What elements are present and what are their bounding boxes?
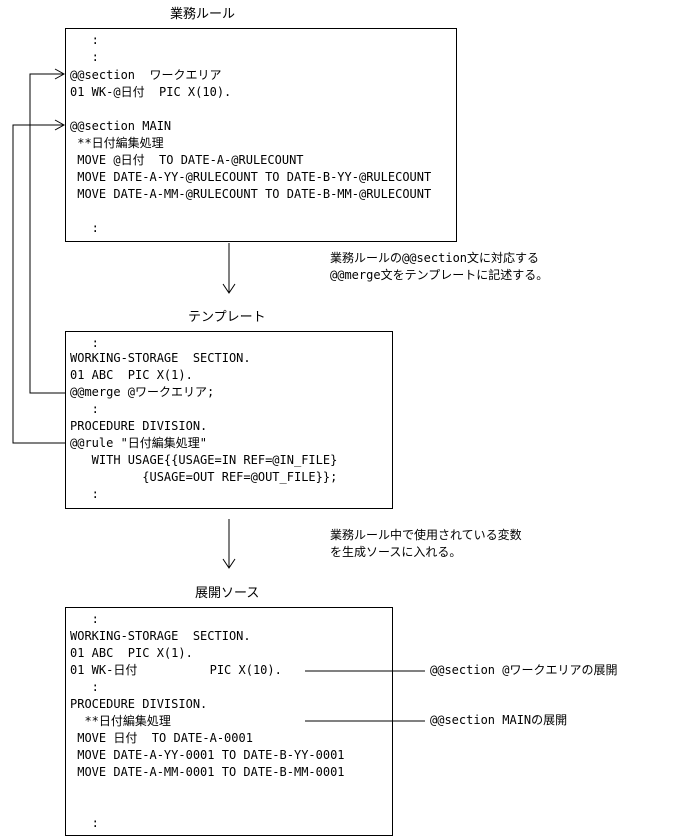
expanded-line: MOVE DATE-A-MM-0001 TO DATE-B-MM-0001 bbox=[70, 765, 345, 779]
expanded-line: 01 ABC PIC X(1). bbox=[70, 646, 193, 660]
template-line: : bbox=[70, 336, 99, 350]
template-title: テンプレート bbox=[188, 310, 266, 325]
template-line: 01 ABC PIC X(1). bbox=[70, 368, 193, 382]
expanded-line: **日付編集処理 bbox=[70, 714, 171, 728]
step1-note-line2: @@merge文をテンプレートに記述する。 bbox=[330, 268, 549, 282]
merge-link-arrowhead bbox=[54, 68, 66, 80]
template-line: @@merge @ワークエリア; bbox=[70, 385, 215, 399]
expanded-line: MOVE 日付 TO DATE-A-0001 bbox=[70, 731, 253, 745]
expanded-title: 展開ソース bbox=[195, 586, 260, 601]
rules-title: 業務ルール bbox=[170, 7, 236, 22]
template-line: WITH USAGE{{USAGE=IN REF=@IN_FILE} bbox=[70, 453, 338, 467]
rules-line: @@section MAIN bbox=[70, 119, 172, 133]
step2-note-line1: 業務ルール中で使用されている変数 bbox=[330, 528, 522, 542]
template-line: WORKING-STORAGE SECTION. bbox=[70, 351, 251, 365]
expanded-line: : bbox=[70, 816, 99, 830]
rules-line: **日付編集処理 bbox=[70, 136, 164, 150]
expanded-line: 01 WK-日付 PIC X(10). bbox=[70, 663, 282, 677]
template-line: : bbox=[70, 402, 99, 416]
rules-line: @@section ワークエリア bbox=[70, 68, 222, 82]
expanded-line: MOVE DATE-A-YY-0001 TO DATE-B-YY-0001 bbox=[70, 748, 345, 762]
down-arrow-2-head bbox=[222, 558, 236, 569]
rule-link-line bbox=[12, 124, 65, 444]
rules-line: MOVE DATE-A-YY-@RULECOUNT TO DATE-B-YY-@… bbox=[70, 170, 432, 184]
template-box: : WORKING-STORAGE SECTION. 01 ABC PIC X(… bbox=[65, 331, 393, 509]
expanded-line: PROCEDURE DIVISION. bbox=[70, 697, 208, 711]
callout-workarea: @@section @ワークエリアの展開 bbox=[430, 663, 618, 677]
callout-main: @@section MAINの展開 bbox=[430, 713, 568, 727]
expanded-line: : bbox=[70, 612, 99, 626]
expanded-box: : WORKING-STORAGE SECTION. 01 ABC PIC X(… bbox=[65, 607, 393, 836]
rules-line: MOVE DATE-A-MM-@RULECOUNT TO DATE-B-MM-@… bbox=[70, 187, 432, 201]
merge-link-line bbox=[29, 73, 65, 394]
template-line: {USAGE=OUT REF=@OUT_FILE}}; bbox=[70, 470, 338, 484]
expanded-line: : bbox=[70, 680, 99, 694]
rules-box: : : @@section ワークエリア 01 WK-@日付 PIC X(10)… bbox=[65, 28, 457, 242]
rule-link-arrowhead bbox=[54, 119, 66, 131]
expanded-line: WORKING-STORAGE SECTION. bbox=[70, 629, 251, 643]
rules-line: : bbox=[70, 33, 99, 47]
template-line: PROCEDURE DIVISION. bbox=[70, 419, 208, 433]
step2-note-line2: を生成ソースに入れる。 bbox=[330, 545, 462, 559]
step1-note-line1: 業務ルールの@@section文に対応する bbox=[330, 251, 540, 265]
template-line: : bbox=[70, 487, 99, 501]
template-line: @@rule "日付編集処理" bbox=[70, 436, 208, 450]
down-arrow-1-head bbox=[222, 283, 236, 294]
rules-line: : bbox=[70, 221, 99, 235]
rules-line: : bbox=[70, 50, 99, 64]
rules-line: MOVE @日付 TO DATE-A-@RULECOUNT bbox=[70, 153, 304, 167]
rules-line: 01 WK-@日付 PIC X(10). bbox=[70, 85, 232, 99]
